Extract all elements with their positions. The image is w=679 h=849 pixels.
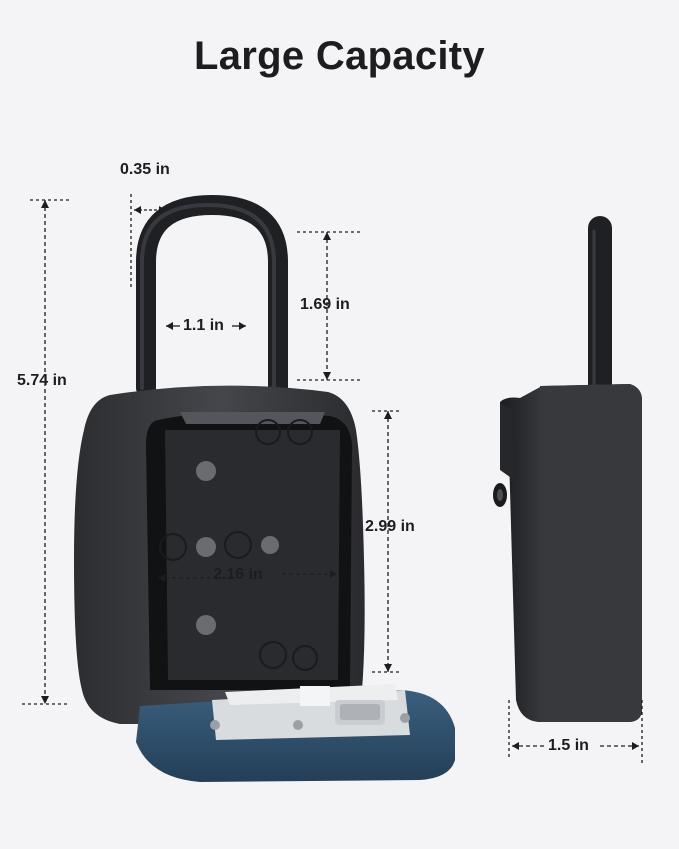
page-title: Large Capacity bbox=[194, 34, 485, 78]
dimension-arrowheads bbox=[41, 200, 639, 750]
interior-width-label: 2.16 in bbox=[213, 566, 263, 583]
total-height-label: 5.74 in bbox=[17, 372, 67, 389]
front-shackle bbox=[136, 194, 288, 398]
depth-label: 1.5 in bbox=[548, 737, 589, 754]
shackle-thickness-label: 0.35 in bbox=[120, 161, 170, 178]
shackle-height-label: 1.69 in bbox=[300, 296, 350, 313]
interior-height-label: 2.99 in bbox=[365, 518, 415, 535]
front-lock-body bbox=[74, 385, 365, 724]
side-lock bbox=[493, 216, 642, 722]
front-lock-cover bbox=[136, 684, 455, 782]
shackle-inner-width-label: 1.1 in bbox=[183, 317, 224, 334]
